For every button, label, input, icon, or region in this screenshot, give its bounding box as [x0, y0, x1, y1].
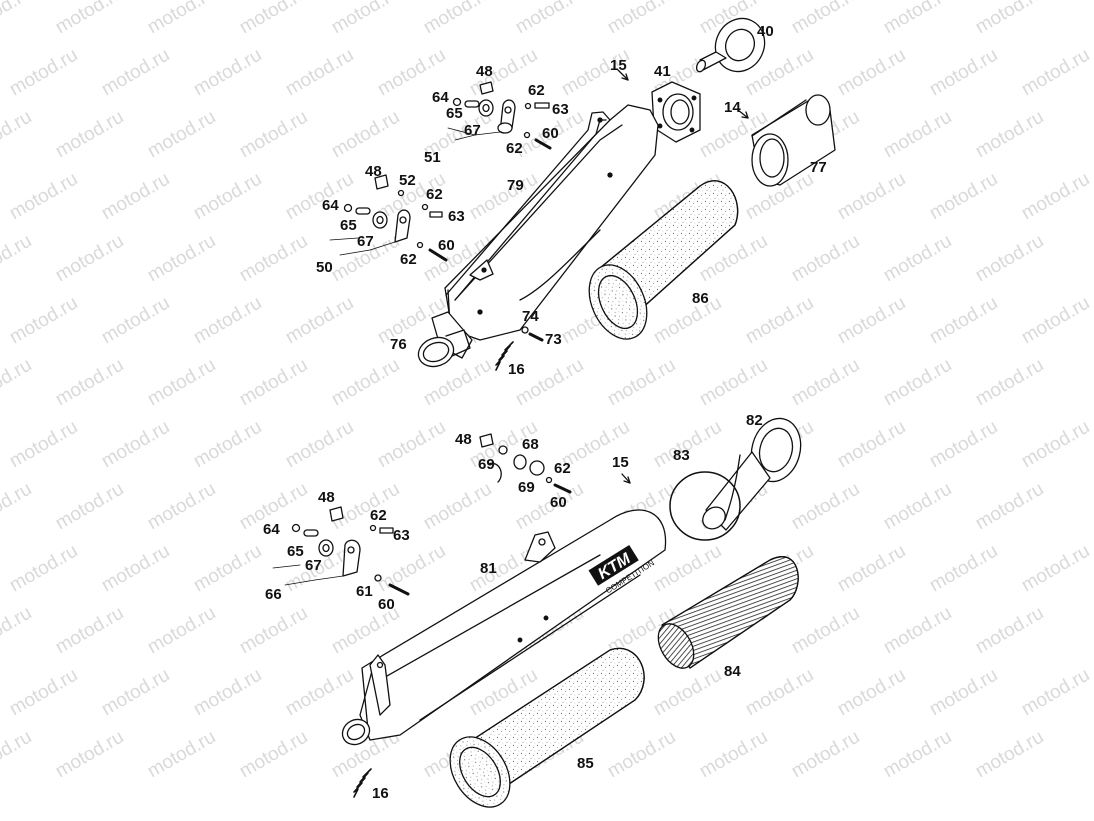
callout-67-a: 67 [464, 122, 481, 139]
callout-52: 52 [399, 172, 416, 189]
callout-84: 84 [724, 663, 741, 680]
callout-15-upper: 15 [610, 57, 627, 74]
spring-16-lower [353, 768, 372, 798]
callout-16-upper: 16 [508, 361, 525, 378]
callout-81: 81 [480, 560, 497, 577]
callout-79: 79 [507, 177, 524, 194]
callout-67-b: 67 [357, 233, 374, 250]
callout-48-c: 48 [455, 431, 472, 448]
inlet-76 [417, 311, 473, 368]
callout-48-b: 48 [365, 163, 382, 180]
mesh-insert-84 [657, 556, 799, 669]
callout-14: 14 [724, 99, 741, 116]
callout-51: 51 [424, 149, 441, 166]
callout-48-d: 48 [318, 489, 335, 506]
callout-60-a: 60 [542, 125, 559, 142]
mounting-set-66 [272, 506, 410, 596]
end-sleeve-77 [751, 94, 836, 187]
callout-77: 77 [810, 159, 827, 176]
callout-62-c: 62 [426, 186, 443, 203]
callout-60-d: 60 [378, 596, 395, 613]
callout-66: 66 [265, 586, 282, 603]
callout-62-b: 62 [506, 140, 523, 157]
callout-50: 50 [316, 259, 333, 276]
callout-83: 83 [673, 447, 690, 464]
callout-48-a: 48 [476, 63, 493, 80]
callout-68: 68 [522, 436, 539, 453]
end-cap-82 [702, 417, 802, 531]
mounting-set-51 [447, 81, 552, 150]
mounting-set-68 [479, 433, 572, 494]
callout-16-lower: 16 [372, 785, 389, 802]
callout-65-a: 65 [446, 105, 463, 122]
flange-41 [651, 81, 701, 143]
callout-62-a: 62 [528, 82, 545, 99]
callout-62-e: 62 [554, 460, 571, 477]
callout-65-c: 65 [287, 543, 304, 560]
callout-74: 74 [522, 308, 539, 325]
callout-62-d: 62 [400, 251, 417, 268]
callout-76: 76 [390, 336, 407, 353]
callout-40: 40 [757, 23, 774, 40]
callout-64-a: 64 [432, 89, 449, 106]
callout-67-c: 67 [305, 557, 322, 574]
callout-85: 85 [577, 755, 594, 772]
silencer-body-81 [341, 509, 667, 746]
callout-69-a: 69 [478, 456, 495, 473]
callout-63-c: 63 [393, 527, 410, 544]
mounting-set-50 [329, 174, 448, 262]
callout-60-c: 60 [550, 494, 567, 511]
callout-64-b: 64 [322, 197, 339, 214]
callout-65-b: 65 [340, 217, 357, 234]
callout-63-a: 63 [552, 101, 569, 118]
callout-63-b: 63 [448, 208, 465, 225]
callout-82: 82 [746, 412, 763, 429]
callout-69-b: 69 [518, 479, 535, 496]
bolt-73 [521, 326, 544, 342]
leader-arrows-upper [617, 69, 749, 119]
callout-62-f: 62 [370, 507, 387, 524]
callout-73: 73 [545, 331, 562, 348]
packing-86 [588, 180, 739, 340]
callout-61: 61 [356, 583, 373, 600]
o-ring-83 [669, 471, 741, 541]
callout-86: 86 [692, 290, 709, 307]
packing-85 [449, 647, 645, 808]
callout-41: 41 [654, 63, 671, 80]
spring-16-upper [495, 341, 514, 371]
callout-64-c: 64 [263, 521, 280, 538]
leader-arrows-lower [621, 473, 631, 484]
end-cap-40 [695, 17, 766, 73]
callout-15-lower: 15 [612, 454, 629, 471]
callout-60-b: 60 [438, 237, 455, 254]
